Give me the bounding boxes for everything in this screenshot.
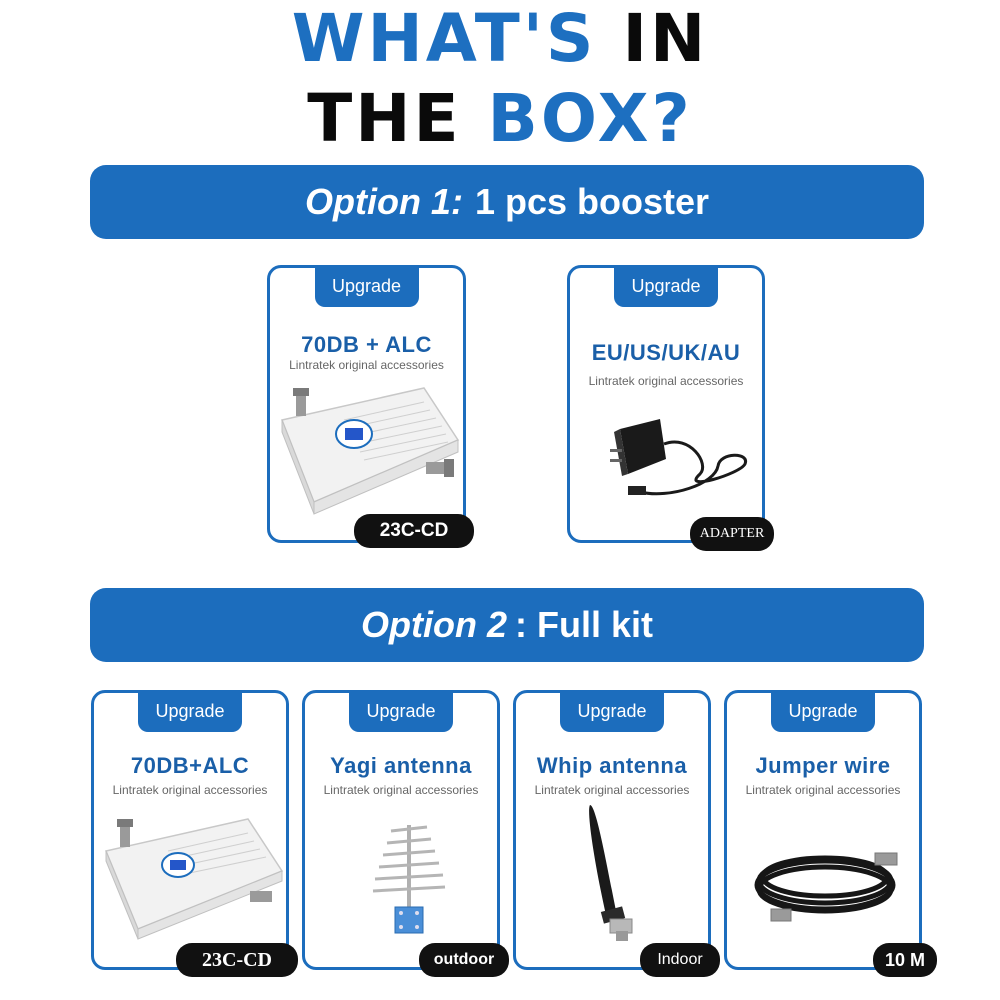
card-heading: Yagi antenna [330, 753, 472, 778]
model-badge: 23C-CD [176, 943, 298, 977]
card-subtitle: Lintratek original accessories [323, 783, 479, 797]
option-2-label: Option 2 [361, 604, 507, 645]
length-badge: 10 M [873, 943, 937, 977]
yagi-antenna-icon [372, 825, 446, 934]
option-2-text: : Full kit [515, 604, 653, 645]
page-title-line-1: WHAT'S IN [0, 6, 1000, 72]
card-heading: Jumper wire [755, 753, 891, 778]
upgrade-tab: Upgrade [314, 265, 419, 307]
model-badge: 23C-CD [354, 514, 474, 548]
card-heading: 70DB+ALC [130, 753, 250, 778]
card-subtitle: Lintratek original accessories [289, 358, 444, 372]
title-whats: WHAT'S [291, 0, 597, 77]
card-subtitle: Lintratek original accessories [534, 783, 690, 797]
card-subtitle: Lintratek original accessories [745, 783, 901, 797]
upgrade-tab: Upgrade [138, 690, 242, 732]
option-1-text: 1 pcs booster [474, 181, 710, 222]
title-the: THE [307, 80, 462, 157]
option-2-banner: Option 2 : Full kit [90, 588, 924, 662]
option-1-card-booster[interactable]: Upgrade 70DB + ALC Lintratek original ac… [267, 265, 474, 548]
upgrade-tab: Upgrade [349, 690, 453, 732]
option-1-banner: Option 1: 1 pcs booster [90, 165, 924, 239]
page-title-line-2: THE BOX? [0, 86, 1000, 152]
power-adapter-icon [610, 419, 747, 496]
option-2-card-jumper[interactable]: Upgrade Jumper wire Lintratek original a… [724, 690, 937, 977]
booster-device-icon [104, 818, 284, 940]
upgrade-tab: Upgrade [614, 265, 718, 307]
option-2-card-booster[interactable]: Upgrade 70DB+ALC Lintratek original acce… [91, 690, 298, 977]
card-subtitle: Lintratek original accessories [112, 783, 268, 797]
whip-antenna-icon [589, 805, 633, 941]
booster-device-icon [280, 387, 460, 515]
option-2-card-whip[interactable]: Upgrade Whip antenna Lintratek original … [513, 690, 720, 977]
option-2-card-yagi[interactable]: Upgrade Yagi antenna Lintratek original … [302, 690, 509, 977]
card-heading: Whip antenna [536, 753, 688, 778]
usage-badge: outdoor [419, 943, 509, 977]
adapter-badge: ADAPTER [690, 517, 774, 551]
usage-badge: Indoor [640, 943, 720, 977]
title-box: BOX? [487, 80, 693, 157]
upgrade-tab: Upgrade [771, 690, 875, 732]
option-1-label: Option 1: [304, 181, 463, 222]
card-subtitle: Lintratek original accessories [588, 374, 744, 388]
card-heading: EU/US/UK/AU [591, 340, 741, 365]
card-heading: 70DB + ALC [301, 332, 432, 357]
coax-cable-icon [754, 852, 898, 922]
option-1-card-adapter[interactable]: Upgrade EU/US/UK/AU Lintratek original a… [567, 265, 774, 551]
upgrade-tab: Upgrade [560, 690, 664, 732]
title-in: IN [622, 0, 709, 77]
